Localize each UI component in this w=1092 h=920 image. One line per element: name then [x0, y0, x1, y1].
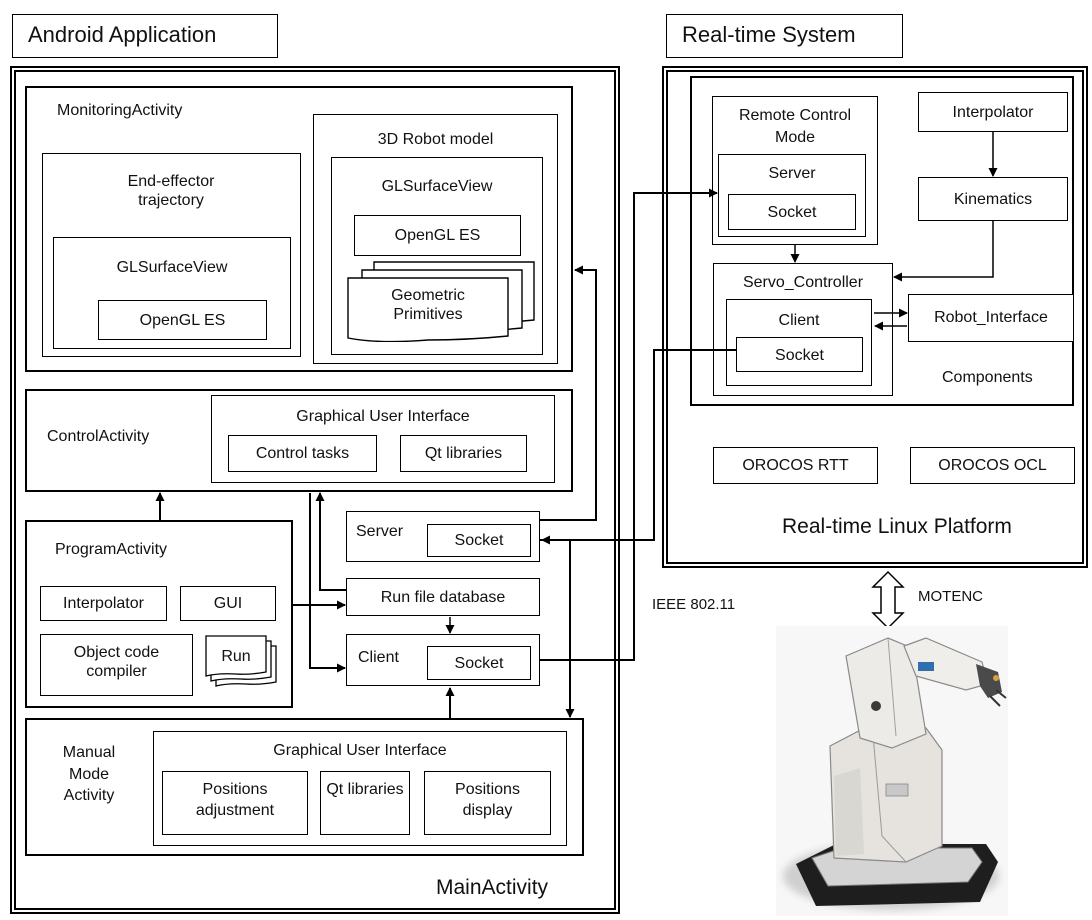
orocos-rtt-box: [713, 447, 878, 484]
control-qt-label: Qt libraries: [424, 445, 503, 462]
robot-glview-label: GLSurfaceView: [381, 178, 493, 195]
positions-adjustment-box: [162, 771, 308, 835]
trajectory-glview-label: GLSurfaceView: [116, 259, 228, 276]
program-compiler-label: Object code compiler: [73, 644, 160, 681]
realtime-header-box: [666, 14, 903, 58]
main-activity-label: MainActivity: [436, 876, 549, 899]
positions-display-box: [424, 771, 551, 835]
components-label: Components: [942, 369, 1033, 386]
monitoring-activity-title: MonitoringActivity: [57, 102, 183, 119]
control-qt-box: [400, 435, 527, 472]
control-gui-label: Graphical User Interface: [296, 408, 470, 425]
control-activity-title: ControlActivity: [47, 428, 150, 445]
orocos-ocl-label: OROCOS OCL: [938, 457, 1047, 474]
remote-control-title: Remote Control Mode: [738, 107, 852, 146]
wifi-link-label: IEEE 802.11: [652, 596, 736, 613]
trajectory-title: End-effector trajectory: [127, 173, 215, 210]
remote-server-label: Server: [768, 165, 816, 182]
android-client-label: Client: [358, 649, 399, 666]
realtime-header: Real-time System: [682, 22, 856, 47]
remote-socket-box: [728, 194, 856, 230]
robot-interface-box: [908, 294, 1074, 342]
run-file-db-label: Run file database: [380, 589, 506, 606]
manual-qt-label: Qt libraries: [326, 781, 404, 798]
remote-socket-label: Socket: [767, 204, 817, 221]
run-file-db-box: [346, 578, 540, 616]
program-compiler-box: [40, 634, 193, 696]
robot-arm-image: [776, 626, 1008, 916]
kinematics-label: Kinematics: [953, 191, 1033, 208]
motenc-arrow: [871, 570, 905, 630]
android-server-socket-box: [427, 524, 531, 557]
orocos-rtt-label: OROCOS RTT: [742, 457, 849, 474]
program-activity-title: ProgramActivity: [55, 541, 168, 558]
manual-qt-box: [320, 771, 410, 835]
program-interpolator-box: [40, 586, 167, 621]
trajectory-opengl-box: [98, 300, 267, 340]
robot-opengl-label: OpenGL ES: [394, 227, 481, 244]
control-tasks-label: Control tasks: [255, 445, 350, 462]
servo-socket-box: [736, 337, 863, 372]
motenc-link-label: MOTENC: [918, 588, 983, 605]
servo-controller-title: Servo_Controller: [742, 274, 864, 291]
realtime-platform-label: Real-time Linux Platform: [782, 515, 1012, 538]
rt-interpolator-box: [918, 92, 1068, 132]
program-gui-label: GUI: [213, 595, 243, 612]
run-files-label: Run: [221, 648, 251, 665]
android-server-socket-label: Socket: [454, 532, 504, 549]
manual-gui-label: Graphical User Interface: [273, 742, 447, 759]
positions-display-label: Positions display: [455, 781, 520, 819]
rt-interpolator-label: Interpolator: [952, 104, 1034, 121]
run-files-stack: [205, 635, 277, 687]
android-server-label: Server: [356, 523, 404, 540]
robot-model-title: 3D Robot model: [377, 131, 494, 148]
positions-adjustment-label: Positions adjustment: [195, 781, 275, 819]
android-header: Android Application: [28, 22, 217, 47]
program-gui-box: [180, 586, 276, 621]
robot-interface-label: Robot_Interface: [934, 309, 1048, 326]
geometric-primitives-stack: [347, 261, 535, 342]
android-client-socket-box: [427, 646, 531, 680]
control-tasks-box: [228, 435, 377, 472]
android-client-socket-label: Socket: [454, 655, 504, 672]
robot-opengl-box: [354, 215, 521, 256]
trajectory-opengl-label: OpenGL ES: [139, 312, 226, 329]
kinematics-box: [918, 177, 1068, 221]
servo-client-label: Client: [778, 312, 820, 329]
geometric-primitives-label: Geometric Primitives: [391, 287, 465, 324]
program-interpolator-label: Interpolator: [63, 595, 144, 612]
orocos-ocl-box: [910, 447, 1075, 484]
android-header-box: [12, 14, 278, 58]
manual-activity-title: Manual Mode Activity: [62, 744, 116, 805]
servo-socket-label: Socket: [775, 347, 824, 364]
